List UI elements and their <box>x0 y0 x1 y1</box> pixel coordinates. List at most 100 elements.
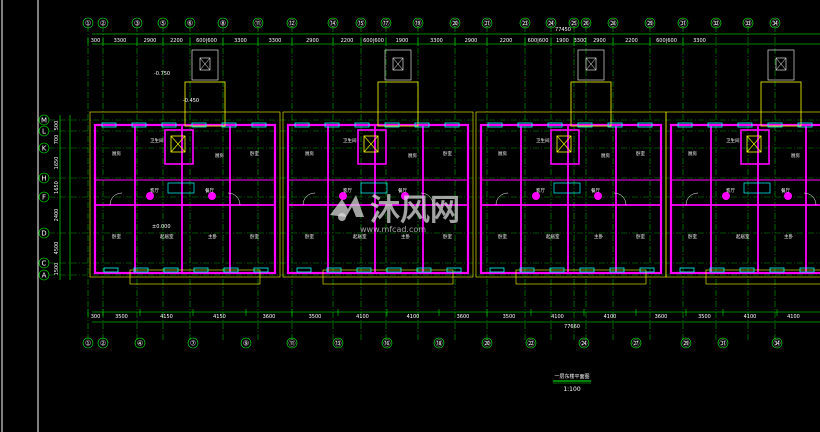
axis-bubble-label: ㉛ <box>680 20 687 28</box>
axis-bubble <box>545 17 557 29</box>
door-swing <box>302 192 316 206</box>
room-label: 起居室 <box>736 233 750 240</box>
axis-bubble-label: ⑫ <box>289 20 296 28</box>
axis-bubble-label: ㉒ <box>528 340 535 348</box>
room-label: 卧室 <box>443 150 452 157</box>
drawing-frame <box>1 0 39 432</box>
axis-bubble <box>742 17 754 29</box>
axis-bubble <box>568 17 580 29</box>
building-units: 厨房卫生间卧室起居室主卧卧室客厅厨房卧室餐厅厨房卫生间卧室起居室主卧卧室客厅厨房… <box>89 49 820 285</box>
top-dim-label: 600|600 <box>196 38 217 44</box>
window <box>103 267 119 273</box>
shaft-x <box>775 57 787 71</box>
room-label: 主卧 <box>208 233 217 240</box>
stair-core <box>164 129 194 165</box>
room-label: 主卧 <box>784 233 793 240</box>
axis-bubble <box>286 17 298 29</box>
axis-bubble-label: ⑭ <box>330 20 337 28</box>
door-swing <box>227 192 241 206</box>
fixture <box>784 192 792 200</box>
bottom-dim-label: 4100 <box>787 314 800 320</box>
shaft-box <box>199 57 211 71</box>
watermark-text: 沐风网 <box>370 193 460 228</box>
door-swing <box>495 192 509 206</box>
axis-bubble <box>433 337 445 349</box>
window <box>324 122 340 128</box>
unit: 厨房卫生间卧室起居室主卧卧室客厅厨房卧室餐厅 <box>282 49 474 285</box>
axis-bubble <box>525 337 537 349</box>
elevator-box <box>170 135 186 153</box>
room-label: 厨房 <box>215 152 224 159</box>
axis-bubble-label: ㉛ <box>720 340 727 348</box>
elevator-box <box>556 135 572 153</box>
top-dim-label: 2200 <box>500 38 513 44</box>
window <box>384 122 400 128</box>
window <box>549 267 565 273</box>
axis-bubble-label: ⑯ <box>384 340 391 348</box>
axis-bubble <box>327 17 339 29</box>
window <box>133 267 149 273</box>
room-label: 客厅 <box>343 187 352 194</box>
room-label: 厨房 <box>498 150 507 157</box>
axis-bubble <box>644 17 656 29</box>
top-dim-label: 300 <box>91 38 101 44</box>
balcony-line <box>89 111 281 278</box>
axis-bubble-label: ⑤ <box>160 20 166 28</box>
balcony-line <box>282 111 474 278</box>
door-swing <box>613 192 627 206</box>
room-label: 主卧 <box>401 233 410 240</box>
top-dim-label: 2900 <box>144 38 157 44</box>
drawing-title: 一层东楼平面图 <box>554 373 589 380</box>
room-label: 客厅 <box>150 187 159 194</box>
level-mark-2: -0.450 <box>183 98 199 104</box>
axis-bubble-label: ⑰ <box>383 20 390 28</box>
door-swing <box>803 192 817 206</box>
top-dim-label: 3300 <box>234 38 247 44</box>
window <box>577 122 593 128</box>
door-swing <box>109 192 123 206</box>
window <box>251 122 267 128</box>
elevator-x <box>363 135 379 153</box>
bottom-dim-label: 4100 <box>744 314 757 320</box>
entry-block <box>760 81 802 127</box>
room-label: 卧室 <box>112 233 121 240</box>
bottom-dim-label: 4100 <box>356 314 369 320</box>
room-label: 卫生间 <box>150 137 164 144</box>
room-label: 厨房 <box>112 150 121 157</box>
axis-bubble <box>578 337 590 349</box>
axis-bubble <box>481 17 493 29</box>
axis-bubble-label: L <box>42 128 46 136</box>
window <box>519 267 535 273</box>
room-label: 起居室 <box>160 233 174 240</box>
axis-bubble <box>381 337 393 349</box>
window <box>737 122 753 128</box>
top-dim-label: 2200 <box>341 38 354 44</box>
terrace-line <box>515 269 647 285</box>
axis-bubble <box>97 337 109 349</box>
level-mark-ground: ±0.000 <box>152 224 171 230</box>
door-swing <box>420 192 434 206</box>
room-label: 卫生间 <box>536 137 550 144</box>
window <box>446 267 462 273</box>
left-dim-label: 1650 <box>54 181 60 194</box>
axis-bubble-label: ⑲ <box>415 20 422 28</box>
shaft-box <box>392 57 404 71</box>
room-label: 卧室 <box>498 233 507 240</box>
top-dim-label: 1900 <box>556 38 569 44</box>
axis-bubble <box>286 337 298 349</box>
axis-bubble-label: ㉙ <box>683 340 690 348</box>
top-dim-label: 2200 <box>170 38 183 44</box>
shaft-box <box>585 57 597 71</box>
bottom-dim-label: 300 <box>91 314 101 320</box>
window <box>191 122 207 128</box>
window <box>579 267 595 273</box>
axis-bubble-label: ⑮ <box>358 20 365 28</box>
room-label: 起居室 <box>353 233 367 240</box>
axis-bubble-label: ㉓ <box>522 20 529 28</box>
elevator-box <box>746 135 762 153</box>
total-dim-bottom: 77660 <box>564 324 580 330</box>
